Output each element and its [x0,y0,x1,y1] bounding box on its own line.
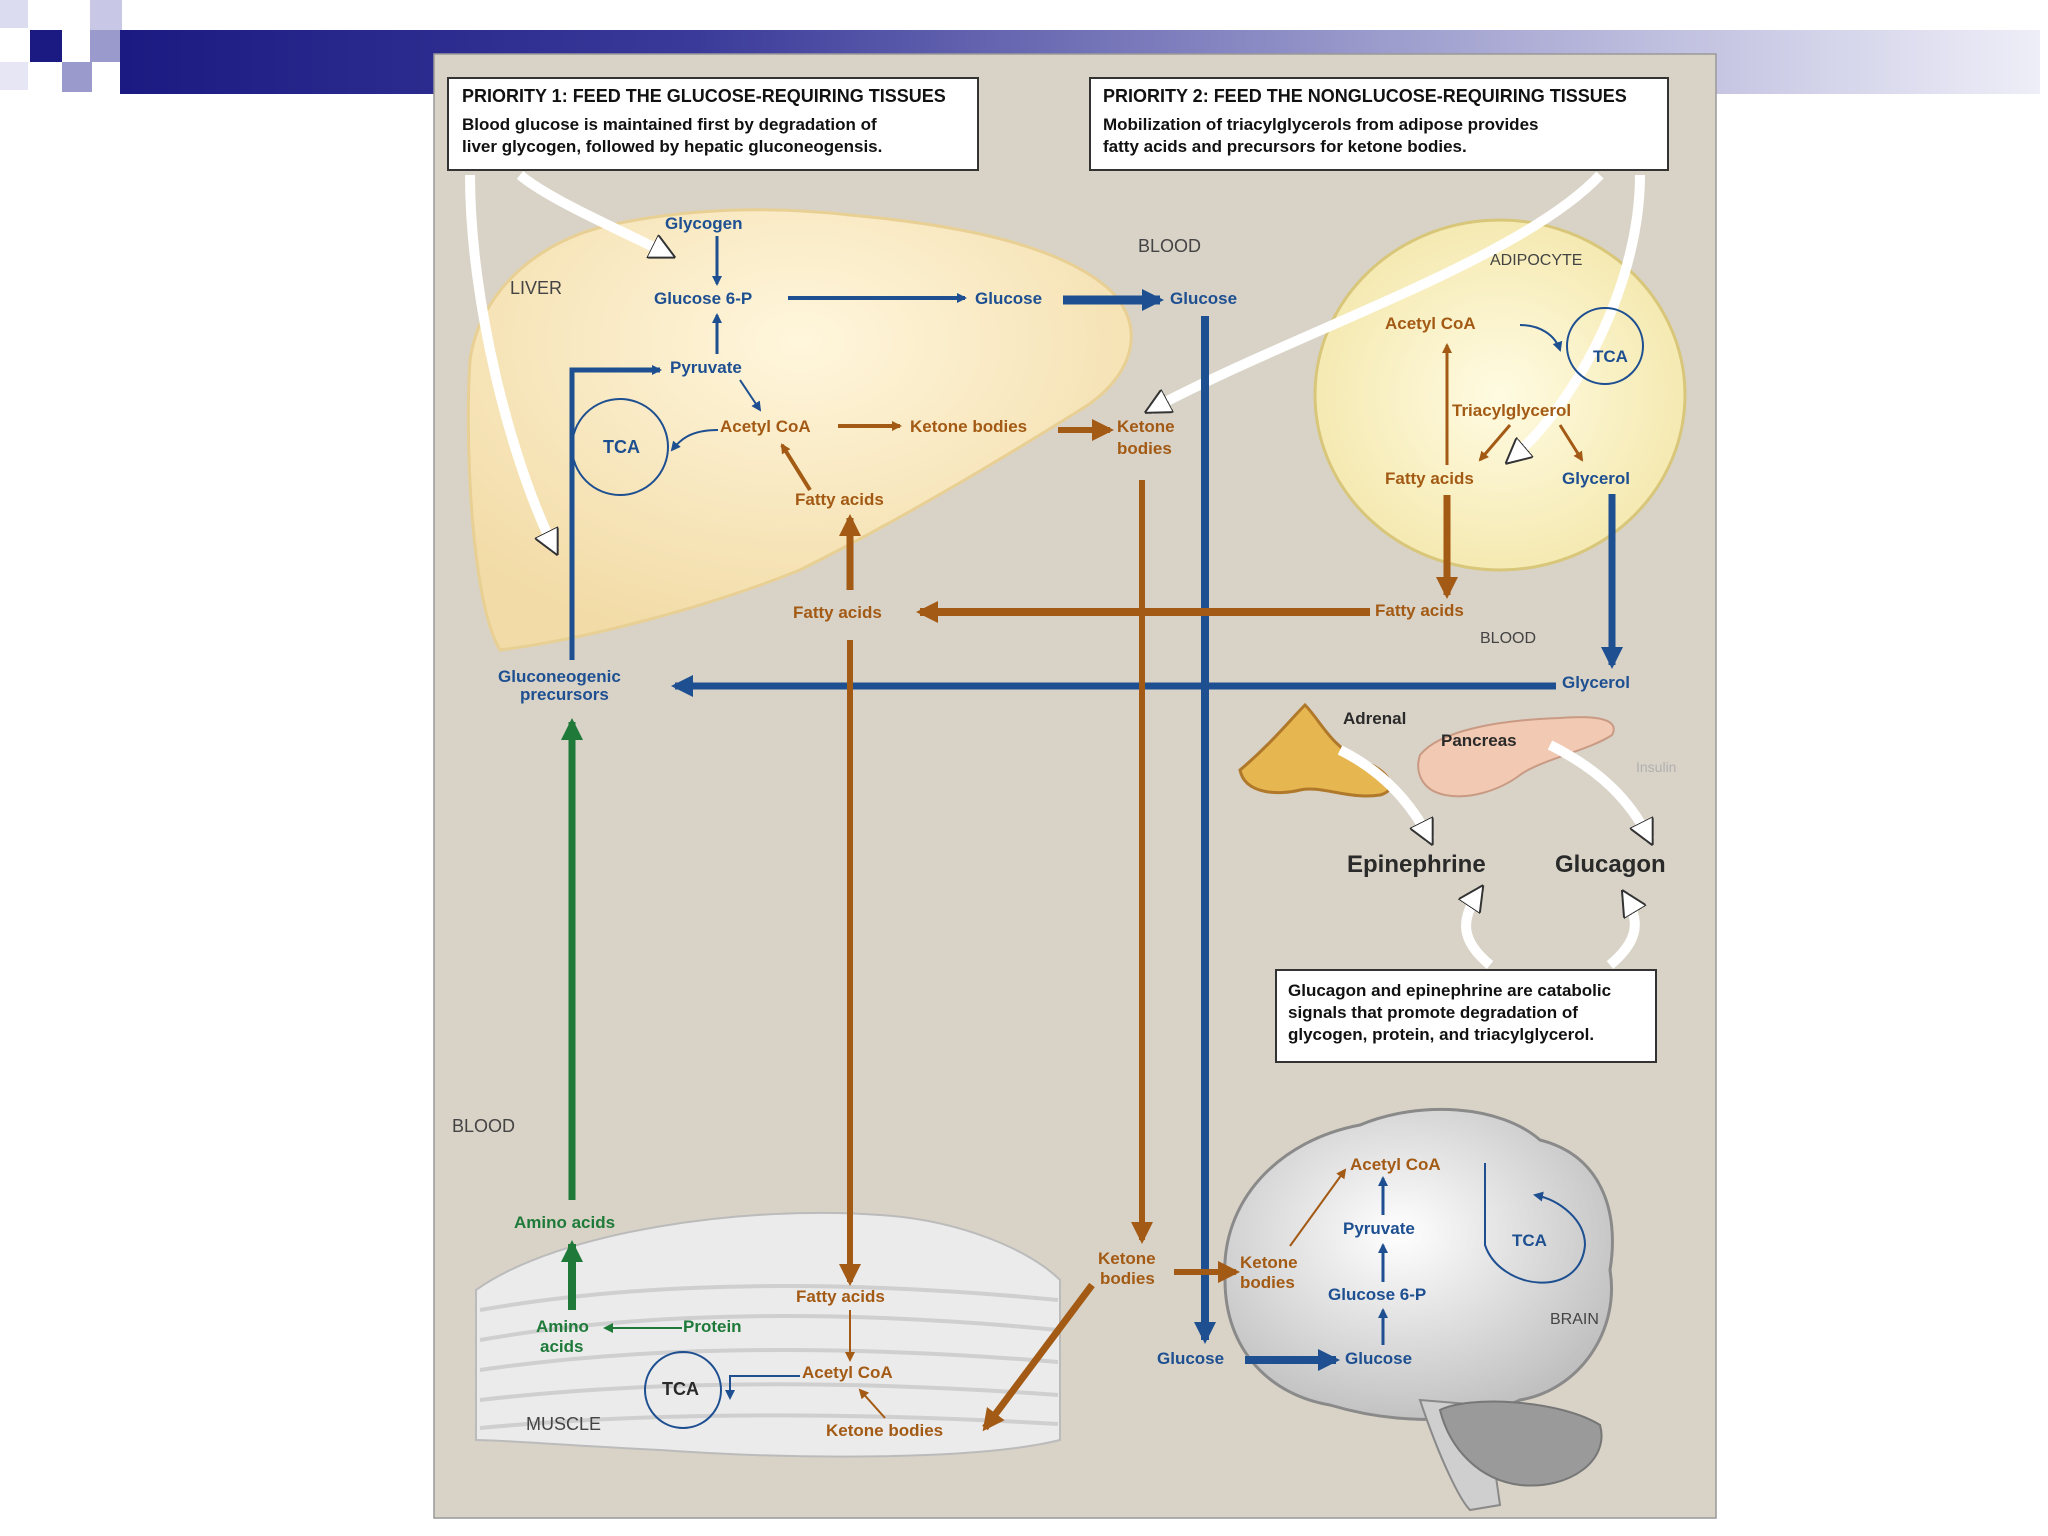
slide-deco-square-5 [62,62,92,92]
priority1-box: PRIORITY 1: FEED THE GLUCOSE-REQUIRING T… [447,77,979,171]
liver-ketone-bodies: Ketone bodies [910,417,1027,436]
adipocyte-tca: TCA [1593,347,1628,366]
brain-glucose: Glucose [1345,1349,1412,1368]
hormone-glucagon: Glucagon [1555,851,1666,878]
priority2-line1: Mobilization of triacylglycerols from ad… [1103,115,1538,134]
glucose-pathway-arrows [569,236,1623,1400]
slide-deco-square-6 [0,62,28,90]
blood-gluconeo-2: precursors [520,685,609,704]
hormone-pancreas: Pancreas [1441,731,1517,750]
brain-ketone-in-1: Ketone [1098,1249,1156,1268]
hormone-note-box: Glucagon and epinephrine are catabolic s… [1275,969,1657,1063]
blood-glycerol: Glycerol [1562,673,1630,692]
brain-shape [1223,1107,1614,1512]
blood-ketone-1: Ketone [1117,417,1175,436]
slide-deco-square-1 [30,30,62,62]
liver-acetylcoa: Acetyl CoA [720,417,811,436]
muscle-amino-2: acids [540,1337,583,1356]
liver-glucose6p: Glucose 6-P [654,289,752,308]
brain-tca-cycle [1484,1163,1587,1284]
brain-ketone-1: Ketone [1240,1253,1298,1272]
muscle-tca: TCA [662,1379,699,1399]
muscle-amino-1: Amino [536,1317,589,1336]
slide-deco-square-4 [90,30,122,62]
note-line2: signals that promote degradation of [1288,1003,1578,1022]
pancreas-shape [1417,716,1615,798]
muscle-tca-cycle [644,1351,722,1429]
priority2-line2: fatty acids and precursors for ketone bo… [1103,137,1467,156]
blood-fatty-acids-adipose: Fatty acids [1375,601,1464,620]
region-muscle: MUSCLE [526,1414,601,1434]
muscle-ketone-bodies: Ketone bodies [826,1421,943,1440]
hormone-adrenal: Adrenal [1343,709,1406,728]
brain-ketone-2: bodies [1240,1273,1295,1292]
muscle-acetylcoa: Acetyl CoA [802,1363,893,1382]
liver-pyruvate: Pyruvate [670,358,742,377]
region-adipocyte: ADIPOCYTE [1490,252,1582,269]
hormone-insulin: Insulin [1636,759,1676,775]
slide-deco-square-2 [0,0,28,28]
region-brain: BRAIN [1550,1311,1599,1328]
hormone-epinephrine: Epinephrine [1347,851,1486,878]
blood-ketone-2: bodies [1117,439,1172,458]
blood-gluconeo-1: Gluconeogenic [498,667,621,686]
cerebellum [1438,1400,1603,1487]
adipocyte-fatty-acids: Fatty acids [1385,469,1474,488]
blood-amino-acids: Amino acids [514,1213,615,1232]
callout-arrows [465,171,1655,969]
region-blood-top: BLOOD [1138,236,1201,256]
liver-tca: TCA [603,437,640,457]
adipocyte-glycerol: Glycerol [1562,469,1630,488]
blood-fatty-acids-liver: Fatty acids [793,603,882,622]
muscle-shape [475,1211,1061,1458]
region-blood-left: BLOOD [452,1116,515,1136]
amino-pathway-arrows [561,718,682,1333]
priority1-line2: liver glycogen, followed by hepatic gluc… [462,137,882,156]
region-liver: LIVER [510,278,562,298]
brain-glucose6p: Glucose 6-P [1328,1285,1426,1304]
liver-glycogen: Glycogen [665,214,742,233]
priority1-title: PRIORITY 1: FEED THE GLUCOSE-REQUIRING T… [462,86,946,106]
region-blood-mid: BLOOD [1480,630,1536,647]
fat-pathway-arrows [780,343,1584,1432]
liver-fatty-acids: Fatty acids [795,490,884,509]
brain-tca: TCA [1512,1231,1547,1250]
brain-glucose-in: Glucose [1157,1349,1224,1368]
priority1-line1: Blood glucose is maintained first by deg… [462,115,877,134]
blood-glucose: Glucose [1170,289,1237,308]
adipocyte-acetylcoa: Acetyl CoA [1385,314,1476,333]
brain-acetylcoa: Acetyl CoA [1350,1155,1441,1174]
adipocyte-tca-cycle [1566,307,1644,385]
liver-glucose: Glucose [975,289,1042,308]
priority2-box: PRIORITY 2: FEED THE NONGLUCOSE-REQUIRIN… [1089,77,1669,171]
liver-shape [466,208,1133,652]
brain-pyruvate: Pyruvate [1343,1219,1415,1238]
muscle-protein: Protein [683,1317,742,1336]
brain-ketone-in-2: bodies [1100,1269,1155,1288]
priority2-title: PRIORITY 2: FEED THE NONGLUCOSE-REQUIRIN… [1103,86,1627,106]
slide-deco-square-3 [90,0,122,30]
adipocyte-triacylglycerol: Triacylglycerol [1452,401,1571,420]
note-line1: Glucagon and epinephrine are catabolic [1288,981,1611,1000]
note-line3: glycogen, protein, and triacylglycerol. [1288,1025,1594,1044]
adipocyte-shape [1313,218,1687,572]
muscle-fatty-acids: Fatty acids [796,1287,885,1306]
